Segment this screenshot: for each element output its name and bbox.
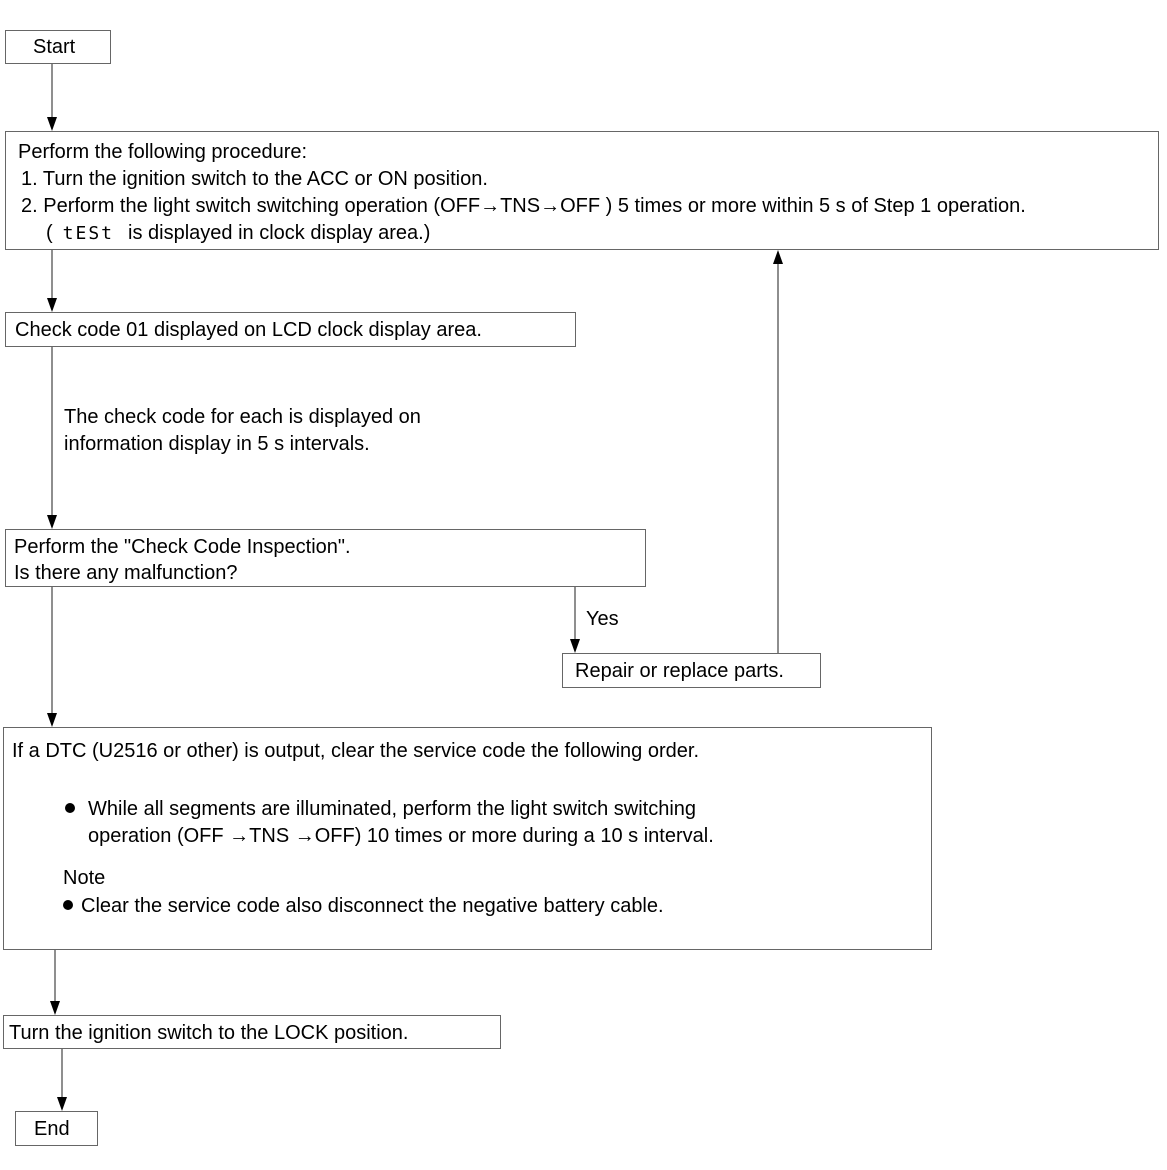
arrowhead [47,713,57,727]
bullet-icon [63,900,73,910]
procedure-note: ( tESt is displayed in clock display area.… [46,220,430,247]
arrowhead [570,639,580,653]
inspection-line-2: Is there any malfunction? [14,562,238,584]
repair-text: Repair or replace parts. [575,660,784,682]
arrowhead [57,1097,67,1111]
interval-note-line-1: The check code for each is displayed on [64,406,421,428]
dtc-box: If a DTC (U2516 or other) is output, cle… [3,727,932,950]
arrowhead [50,1001,60,1015]
arrowhead [773,250,783,264]
procedure-title: Perform the following procedure: [18,141,308,163]
yes-label: Yes [586,608,619,630]
dtc-bullet-line-2: operation (OFF →TNS →OFF) 10 times or mo… [88,825,714,847]
interval-note-line-2: information display in 5 s intervals. [64,433,370,455]
repair-box: Repair or replace parts. [562,653,821,688]
procedure-box: Perform the following procedure: 1. Turn… [5,131,1159,250]
arrowhead [47,117,57,131]
start-label: Start [33,36,76,58]
lock-box: Turn the ignition switch to the LOCK pos… [3,1015,501,1049]
end-box: End [15,1111,98,1146]
start-box: Start [5,30,111,64]
dtc-bullet-line-1: While all segments are illuminated, perf… [88,798,697,820]
check-code-box: Check code 01 displayed on LCD clock dis… [5,312,576,347]
arrowhead [47,515,57,529]
end-label: End [34,1118,70,1140]
bullet-icon [65,803,75,813]
dtc-note-label: Note [63,867,106,889]
dtc-intro: If a DTC (U2516 or other) is output, cle… [12,740,700,762]
procedure-step-2: 2. Perform the light switch switching op… [21,195,1026,217]
dtc-note-bullet: Clear the service code also disconnect t… [81,895,664,917]
lock-text: Turn the ignition switch to the LOCK pos… [9,1022,409,1044]
check-code-text: Check code 01 displayed on LCD clock dis… [15,319,482,341]
inspection-box: Perform the "Check Code Inspection". Is … [5,529,646,587]
procedure-step-1: 1. Turn the ignition switch to the ACC o… [21,168,488,190]
note-open: ( [46,222,53,244]
arrowhead [47,298,57,312]
note-rest: is displayed in clock display area.) [128,222,431,244]
inspection-line-1: Perform the "Check Code Inspection". [14,536,351,558]
lcd-test-text: tESt [62,223,115,244]
